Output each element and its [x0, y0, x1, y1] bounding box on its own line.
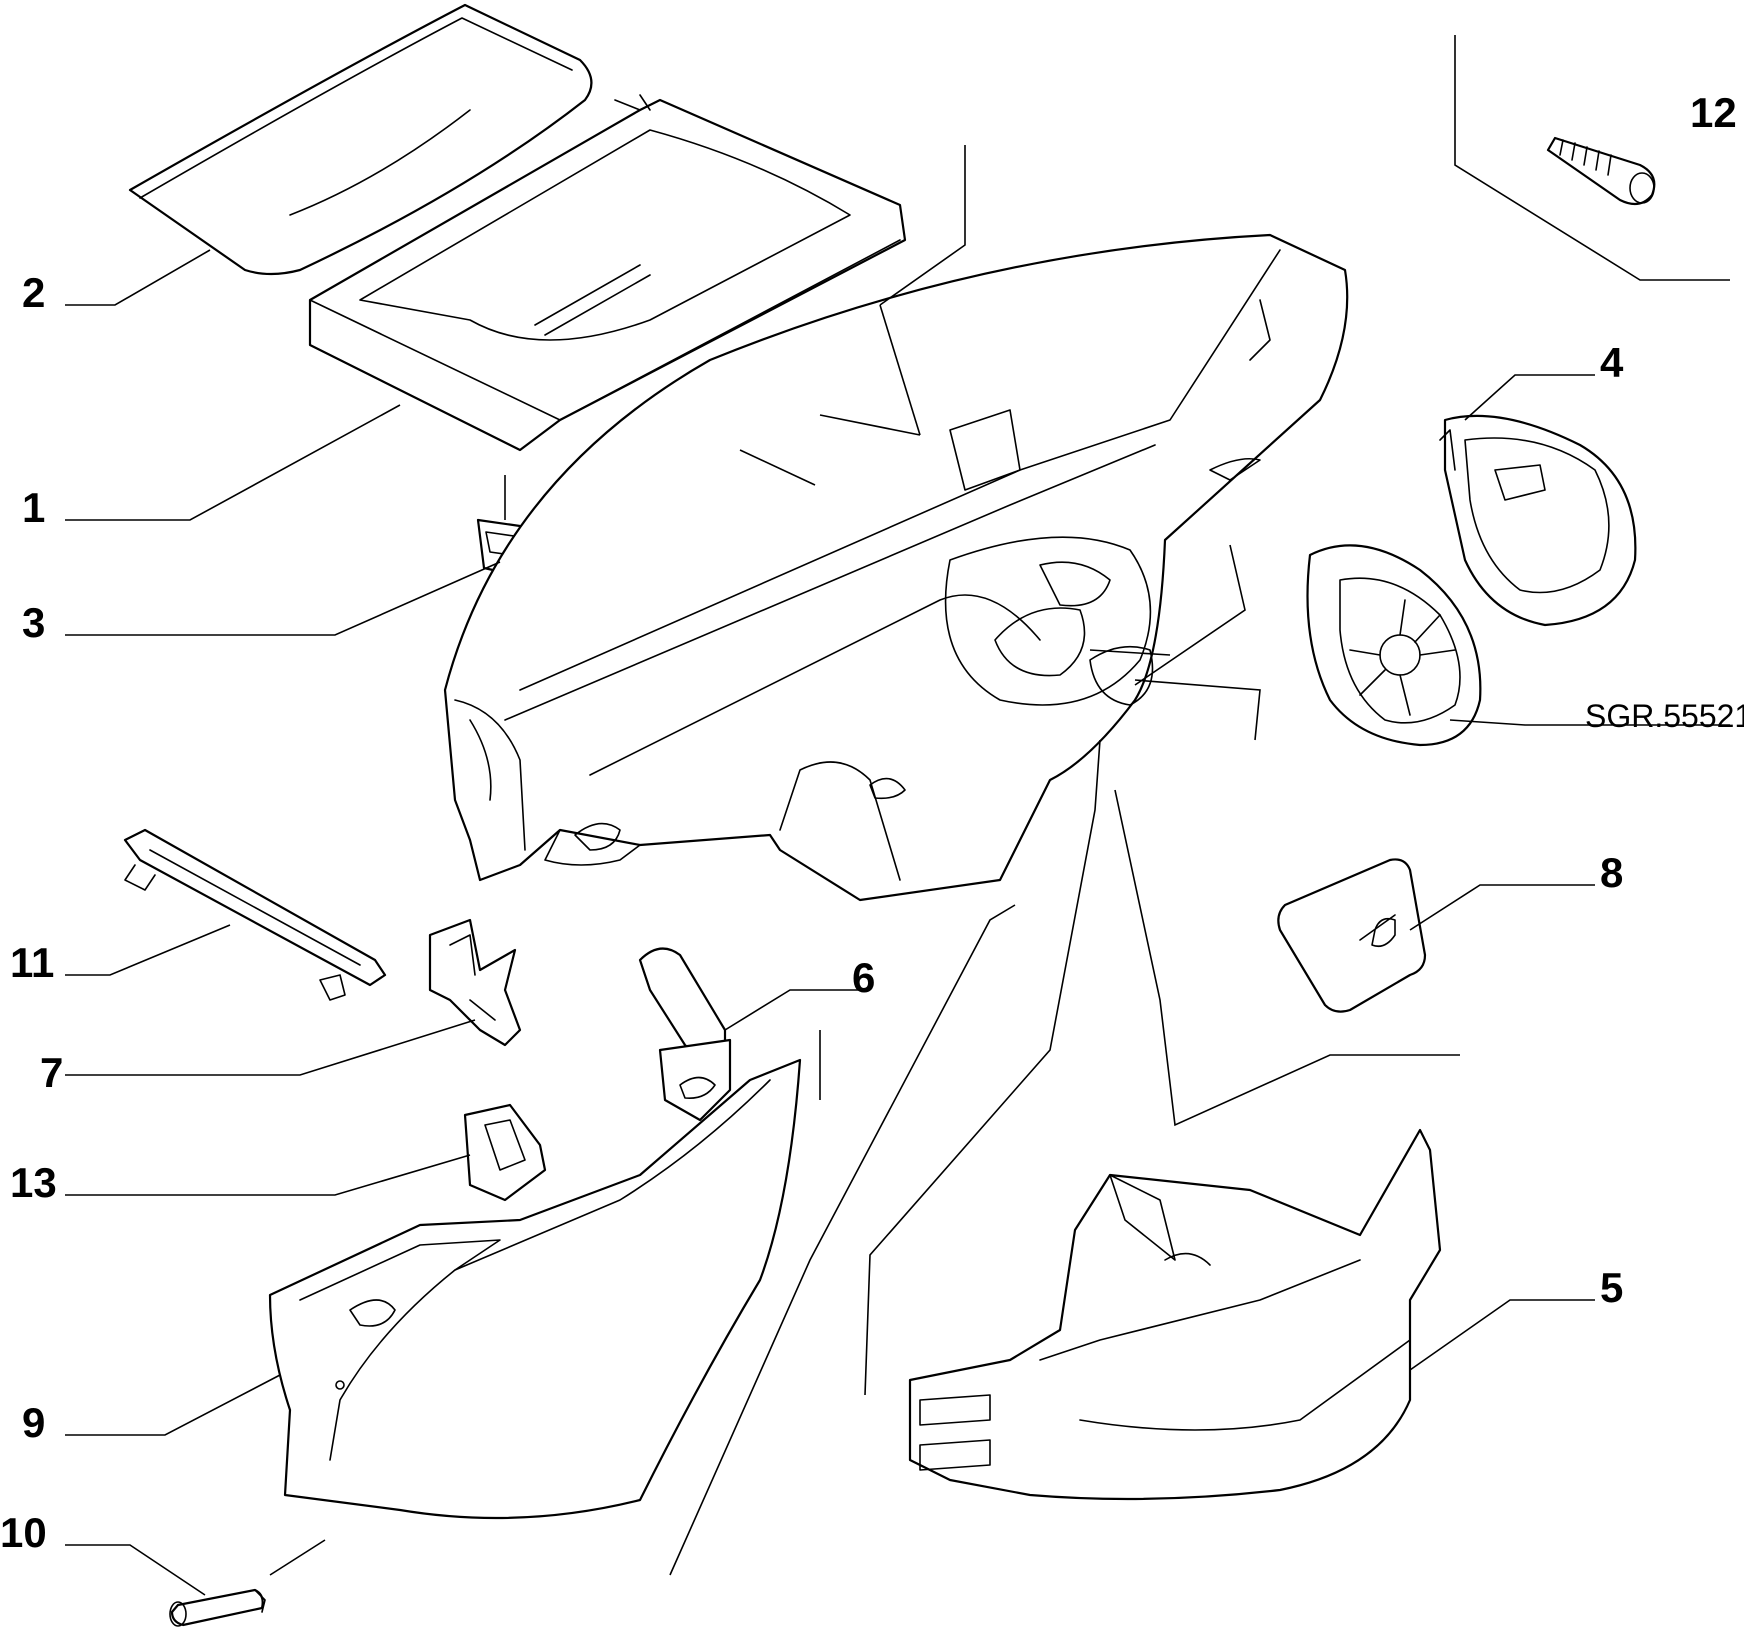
dashboard-frame	[443, 233, 1349, 902]
callout-10: 10	[0, 1509, 47, 1556]
callout-labels: 1 2 3 4 5 6 7 8 9 10 11 12 13 SGR.55521	[0, 89, 1744, 1556]
callout-12: 12	[1690, 89, 1737, 136]
part-10-bolt	[169, 1588, 266, 1627]
part-1-top-tray	[308, 94, 907, 452]
part-7-bracket	[428, 918, 522, 1047]
callout-9: 9	[22, 1399, 45, 1446]
callout-11: 11	[10, 939, 54, 986]
part-12-screw	[1546, 136, 1656, 206]
part-8-rubber-pad	[1277, 858, 1427, 1013]
part-9-console-shell	[268, 1058, 802, 1520]
round-air-vent	[1306, 544, 1482, 747]
leader-lines	[65, 35, 1730, 1596]
callout-3: 3	[22, 599, 45, 646]
part-2-top-pad	[128, 3, 593, 276]
part-11-cable-rod	[123, 828, 387, 1001]
part-5-lower-console	[908, 1128, 1442, 1501]
callout-1: 1	[22, 484, 45, 531]
part-4-vent-housing	[1439, 414, 1637, 627]
callout-13: 13	[10, 1159, 57, 1206]
part-6-duct	[638, 947, 732, 1122]
callout-8: 8	[1600, 849, 1623, 896]
callout-7: 7	[40, 1049, 63, 1096]
callout-2: 2	[22, 269, 45, 316]
callout-6: 6	[852, 954, 875, 1001]
callout-5: 5	[1600, 1264, 1623, 1311]
part-13-clip	[463, 1103, 547, 1202]
reference-code: SGR.55521	[1585, 698, 1744, 734]
callout-4: 4	[1600, 339, 1624, 386]
